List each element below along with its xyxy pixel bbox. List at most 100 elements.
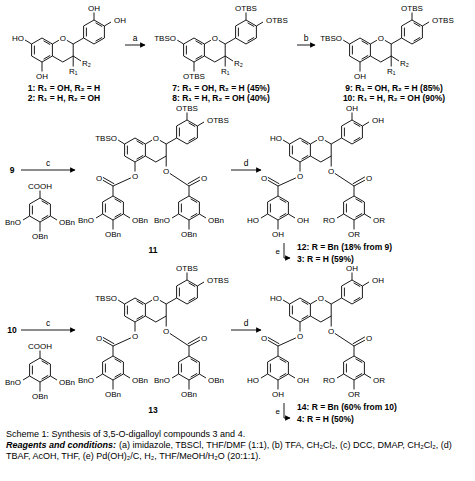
atom-label: OBn bbox=[207, 376, 225, 385]
atom-label: O bbox=[260, 174, 268, 183]
atom-label: O bbox=[365, 174, 373, 183]
atom-label: R₂ bbox=[233, 59, 244, 68]
compound-node: 11 bbox=[76, 104, 230, 264]
compound-label: 4: R = H (50%) bbox=[296, 414, 355, 424]
reaction-arrow bbox=[231, 170, 261, 171]
compound-label: 10 bbox=[6, 325, 17, 335]
atom-label: HO bbox=[246, 376, 260, 385]
compound-label: 3: R = H (59%) bbox=[296, 254, 355, 264]
atom-label: e bbox=[275, 407, 281, 416]
atom-label: OH bbox=[296, 376, 310, 385]
atom-label: OBn bbox=[31, 392, 49, 401]
atom-label: O bbox=[162, 167, 170, 176]
atom-label: O bbox=[131, 332, 139, 341]
atom-label: O bbox=[200, 334, 208, 343]
reaction-arrow bbox=[297, 45, 315, 46]
reagent-letter: a bbox=[132, 34, 139, 43]
atom-label: OH bbox=[113, 16, 127, 25]
compound-label: 12: R = Bn (18% from 9) bbox=[296, 242, 393, 252]
reagent-letter: c bbox=[45, 319, 51, 328]
atom-label: O bbox=[152, 134, 160, 143]
atom-label: BnO bbox=[77, 376, 95, 385]
atom-label: OH bbox=[35, 72, 49, 81]
atom-label: TBSO bbox=[94, 294, 118, 303]
atom-label: OH bbox=[371, 276, 385, 285]
atom-label: HO bbox=[269, 134, 283, 143]
atom-label: OH bbox=[271, 390, 285, 399]
atom-label: O bbox=[162, 327, 170, 336]
atom-label: R₂ bbox=[81, 59, 92, 68]
atom-label: R₁ bbox=[68, 67, 78, 76]
atom-label: OH bbox=[345, 104, 359, 113]
reaction-arrow bbox=[284, 243, 290, 258]
atom-label: O bbox=[327, 167, 335, 176]
atom-label: COOH bbox=[27, 182, 53, 191]
reagent-letter: c bbox=[45, 159, 51, 168]
reaction-arrow bbox=[21, 170, 75, 171]
reaction-arrow bbox=[284, 403, 290, 418]
atom-label: BnO bbox=[4, 218, 22, 227]
atom-label: OTBS bbox=[182, 72, 206, 81]
caption-text: Scheme 1: Synthesis of 3,5-O-digalloyl c… bbox=[6, 429, 469, 440]
atom-label: HO bbox=[246, 216, 260, 225]
atom-label: OBn bbox=[104, 230, 122, 239]
atom-label: RO bbox=[322, 216, 336, 225]
compound-label: 14: R = Bn (60% from 10) bbox=[296, 402, 398, 412]
atom-label: OTBS bbox=[206, 116, 230, 125]
atom-label: OBn bbox=[207, 216, 225, 225]
caption-block: Scheme 1: Synthesis of 3,5-O-digalloyl c… bbox=[6, 429, 469, 462]
atom-label: R₁ bbox=[386, 67, 396, 76]
atom-label: BnO bbox=[153, 376, 171, 385]
atom-label: BnO bbox=[153, 216, 171, 225]
atom-label: OBn bbox=[58, 378, 76, 387]
atom-label: O bbox=[131, 172, 139, 181]
compound-label: 9: R₁ = OH, R₂ = H (85%) bbox=[344, 83, 444, 93]
reaction-arrow bbox=[231, 330, 261, 331]
atom-label: OR bbox=[347, 390, 361, 399]
atom-label: OTBS bbox=[175, 264, 199, 273]
compound-node: 14: R = Bn (60% from 10) 4: R = H (50%) bbox=[262, 264, 462, 426]
atom-label: OH bbox=[271, 230, 285, 239]
atom-label: OH bbox=[353, 72, 367, 81]
atom-label: OR bbox=[372, 376, 386, 385]
atom-label: OTBS bbox=[431, 16, 455, 25]
atom-label: R₁ bbox=[220, 67, 230, 76]
atom-label: OBn bbox=[180, 390, 198, 399]
atom-label: O bbox=[317, 294, 325, 303]
atom-label: OR bbox=[372, 216, 386, 225]
compound-node: 9 bbox=[4, 162, 20, 178]
reagent-letter: b bbox=[303, 34, 310, 43]
compound-label: 7: R₁ = OH, R₂ = H (45%) bbox=[171, 83, 271, 93]
atom-label: OTBS bbox=[206, 276, 230, 285]
atom-label: OTBS bbox=[400, 4, 424, 13]
compound-node: 13 bbox=[76, 264, 230, 424]
atom-label: O bbox=[95, 174, 103, 183]
atom-label: TBSO bbox=[319, 34, 343, 43]
atom-label: OBn bbox=[180, 230, 198, 239]
atom-label: BnO bbox=[77, 216, 95, 225]
atom-label: O bbox=[327, 327, 335, 336]
atom-label: HO bbox=[269, 294, 283, 303]
atom-label: BnO bbox=[4, 378, 22, 387]
atom-label: O bbox=[365, 334, 373, 343]
atom-label: OBn bbox=[31, 232, 49, 241]
atom-label: OTBS bbox=[265, 16, 289, 25]
atom-label: R₂ bbox=[399, 59, 410, 68]
reaction-arrow bbox=[21, 330, 75, 331]
atom-label: COOH bbox=[27, 342, 53, 351]
atom-label: e bbox=[275, 247, 281, 256]
compound-node: 9: R₁ = OH, R₂ = H (85%)10: R₁ = H, R₂ =… bbox=[316, 0, 473, 104]
atom-label: O bbox=[95, 334, 103, 343]
reagent-text: Reagents and conditions: bbox=[6, 440, 116, 450]
reaction-arrow bbox=[125, 45, 145, 46]
atom-label: OH bbox=[296, 216, 310, 225]
atom-label: O bbox=[296, 332, 304, 341]
compound-label: 9 bbox=[9, 165, 16, 175]
atom-label: OBn bbox=[131, 216, 149, 225]
reagent-letter: d bbox=[243, 159, 250, 168]
compound-node: 12: R = Bn (18% from 9) 3: R = H (59%) bbox=[262, 104, 442, 266]
compound-label: 8: R₁ = H, R₂ = OH (40%) bbox=[171, 93, 271, 103]
atom-label: OH bbox=[87, 4, 101, 13]
atom-label: TBSO bbox=[153, 34, 177, 43]
